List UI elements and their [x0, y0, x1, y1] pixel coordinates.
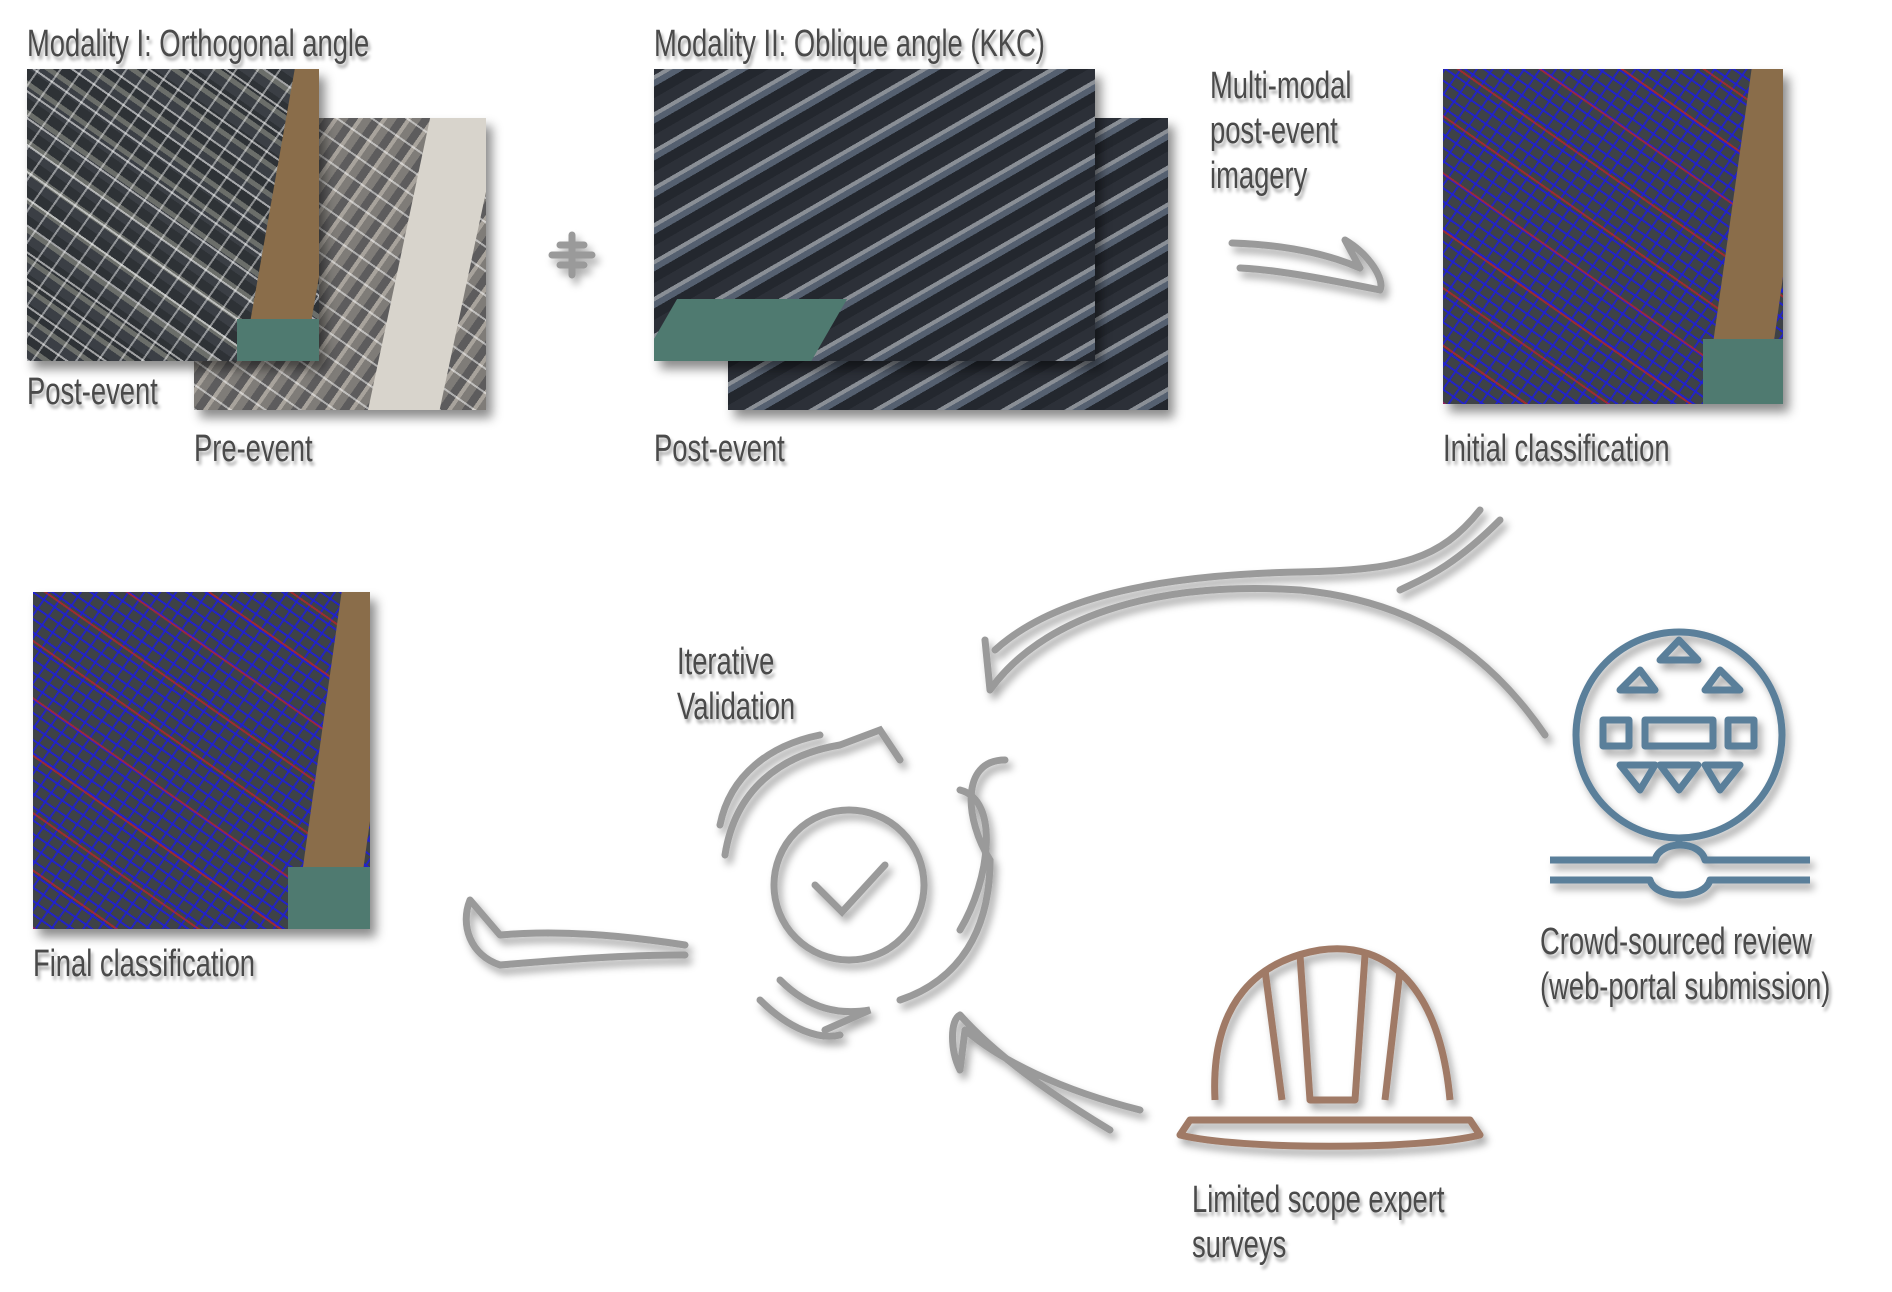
expert-line1: Limited scope expert [1192, 1179, 1445, 1221]
final-classification-label: Final classification [33, 943, 256, 985]
crowd-to-validation-arrow-inner [991, 506, 1504, 654]
expert-to-validation-arrow-icon [949, 1011, 1144, 1134]
initial-classification-label: Initial classification [1443, 428, 1670, 470]
initial-classification-image [1443, 69, 1783, 404]
iterative-validation-cycle-icon [716, 725, 1009, 1040]
multimodal-line1: Multi-modal [1210, 65, 1352, 107]
orthogonal-post-event-image [27, 69, 319, 361]
oblique-post-event-image [654, 69, 1095, 361]
expert-survey-label: Limited scope expert surveys [1192, 1178, 1444, 1268]
iterative-validation-label: Iterative Validation [677, 640, 795, 730]
crowd-line2: (web-portal submission) [1540, 965, 1831, 1008]
multimodal-line3: imagery [1210, 154, 1308, 197]
crowd-line1: Crowd-sourced review [1540, 921, 1813, 963]
multimodal-label: Multi-modal post-event imagery [1210, 64, 1351, 198]
crowd-sourced-label: Crowd-sourced review (web-portal submiss… [1540, 920, 1830, 1010]
expert-line2: surveys [1192, 1223, 1287, 1266]
validation-line1: Iterative [677, 641, 775, 683]
final-classification-image [33, 592, 370, 929]
orthogonal-post-event-label: Post-event [27, 371, 158, 413]
modality2-title: Modality II: Oblique angle (KKC) [654, 23, 1045, 65]
crowd-to-validation-arrow-icon [981, 584, 1549, 739]
hard-hat-icon [1176, 945, 1484, 1150]
validation-to-final-arrow-icon [462, 896, 689, 969]
oblique-post-event-label: Post-event [654, 428, 785, 470]
modality1-title: Modality I: Orthogonal angle [27, 23, 370, 65]
multimodal-line2: post-event [1210, 109, 1338, 152]
plus-icon [548, 231, 596, 279]
multimodal-arrow-icon [1228, 236, 1385, 294]
globe-icon [1550, 628, 1810, 899]
validation-line2: Validation [677, 685, 796, 728]
pre-event-label: Pre-event [194, 428, 313, 470]
